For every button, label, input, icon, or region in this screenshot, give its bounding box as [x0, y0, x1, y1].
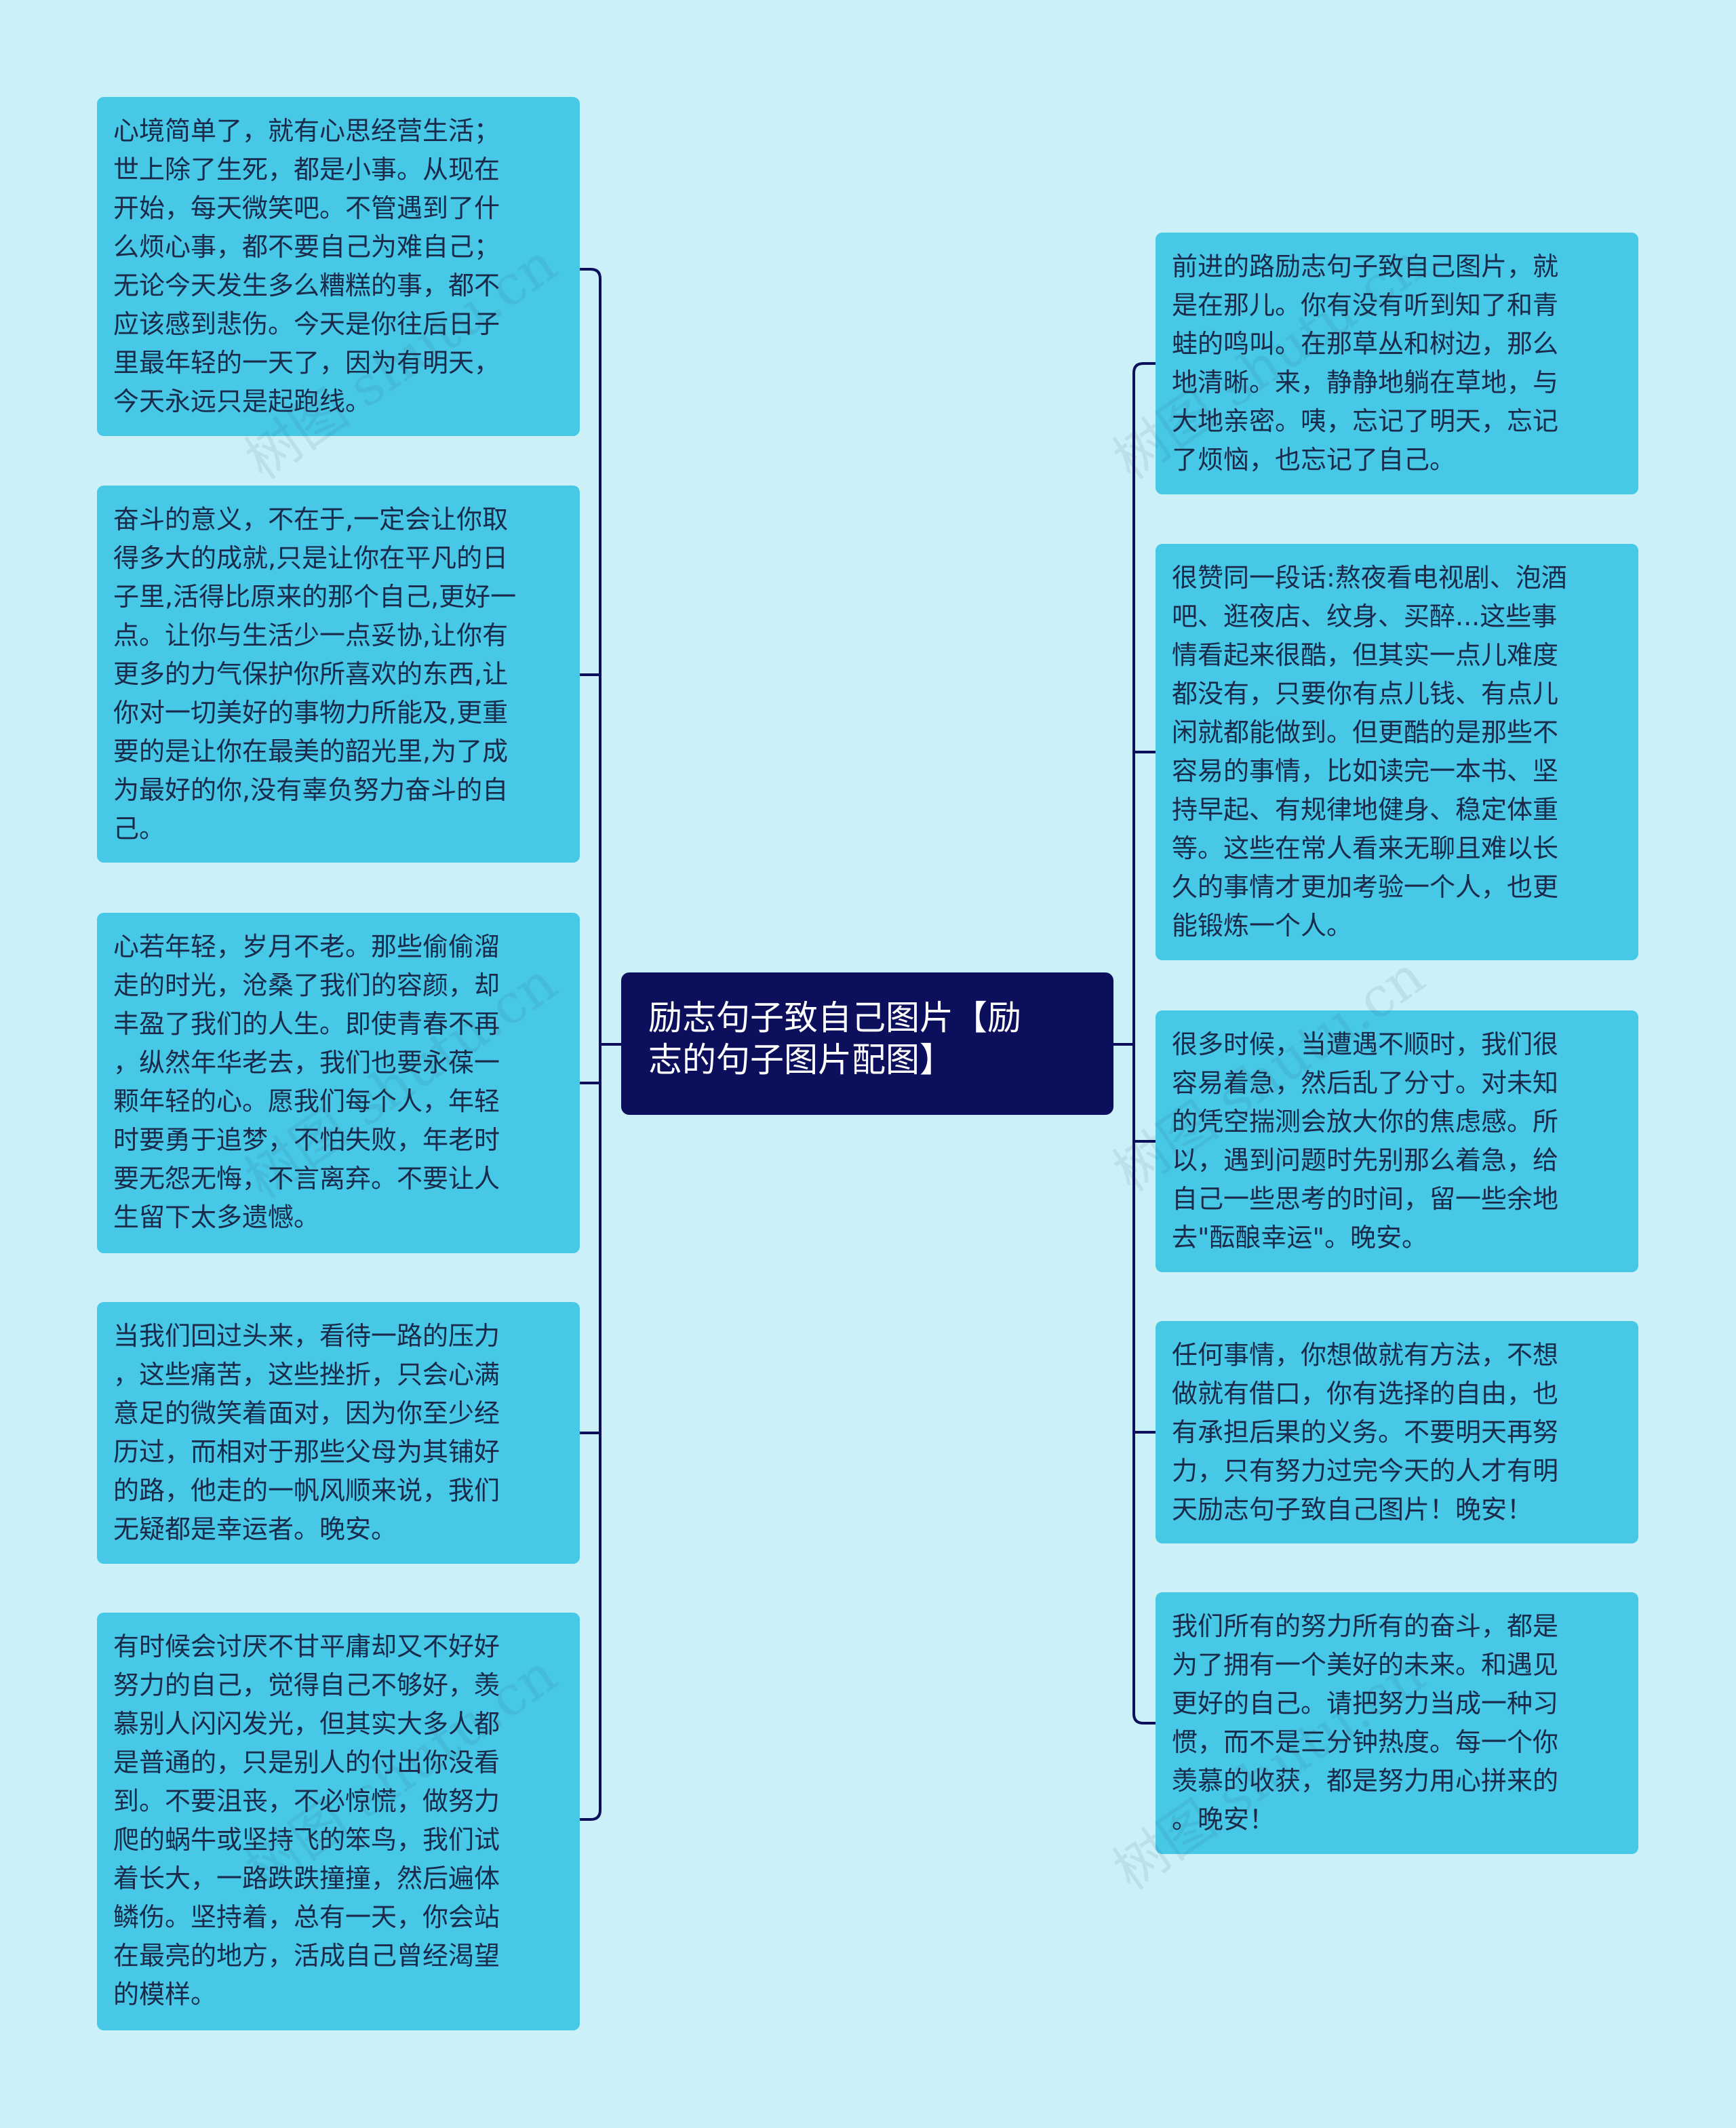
right-node-5[interactable]: 我们所有的努力所有的奋斗，都是 为了拥有一个美好的未来。和遇见 更好的自己。请把… — [1156, 1592, 1638, 1854]
right-node-1[interactable]: 前进的路励志句子致自己图片，就 是在那儿。你有没有听到知了和青 蛙的鸣叫。在那草… — [1156, 233, 1638, 494]
right-branch-line — [1132, 1713, 1156, 1725]
left-node-5[interactable]: 有时候会讨厌不甘平庸却又不好好 努力的自己，觉得自己不够好，羡 慕别人闪闪发光，… — [97, 1613, 580, 2030]
left-node-4[interactable]: 当我们回过头来，看待一路的压力 ，这些痛苦，这些挫折，只会心满 意足的微笑着面对… — [97, 1302, 580, 1564]
left-node-2[interactable]: 奋斗的意义，不在于,一定会让你取 得多大的成就,只是让你在平凡的日 子里,活得比… — [97, 486, 580, 863]
left-node-1[interactable]: 心境简单了，就有心思经营生活； 世上除了生死，都是小事。从现在 开始，每天微笑吧… — [97, 97, 580, 436]
left-node-3[interactable]: 心若年轻，岁月不老。那些偷偷溜 走的时光，沧桑了我们的容颜，却 丰盈了我们的人生… — [97, 913, 580, 1253]
central-topic[interactable]: 励志句子致自己图片【励 志的句子图片配图】 — [621, 972, 1113, 1115]
right-node-4[interactable]: 任何事情，你想做就有方法，不想 做就有借口，你有选择的自由，也 有承担后果的义务… — [1156, 1321, 1638, 1543]
left-branch-line — [580, 1809, 601, 1821]
right-node-2[interactable]: 很赞同一段话:熬夜看电视剧、泡酒 吧、逛夜店、纹身、买醉...这些事 情看起来很… — [1156, 544, 1638, 960]
right-branch-line — [1132, 362, 1156, 374]
right-node-3[interactable]: 很多时候，当遭遇不顺时，我们很 容易着急，然后乱了分寸。对未知 的凭空揣测会放大… — [1156, 1010, 1638, 1272]
left-branch-line — [580, 268, 601, 279]
